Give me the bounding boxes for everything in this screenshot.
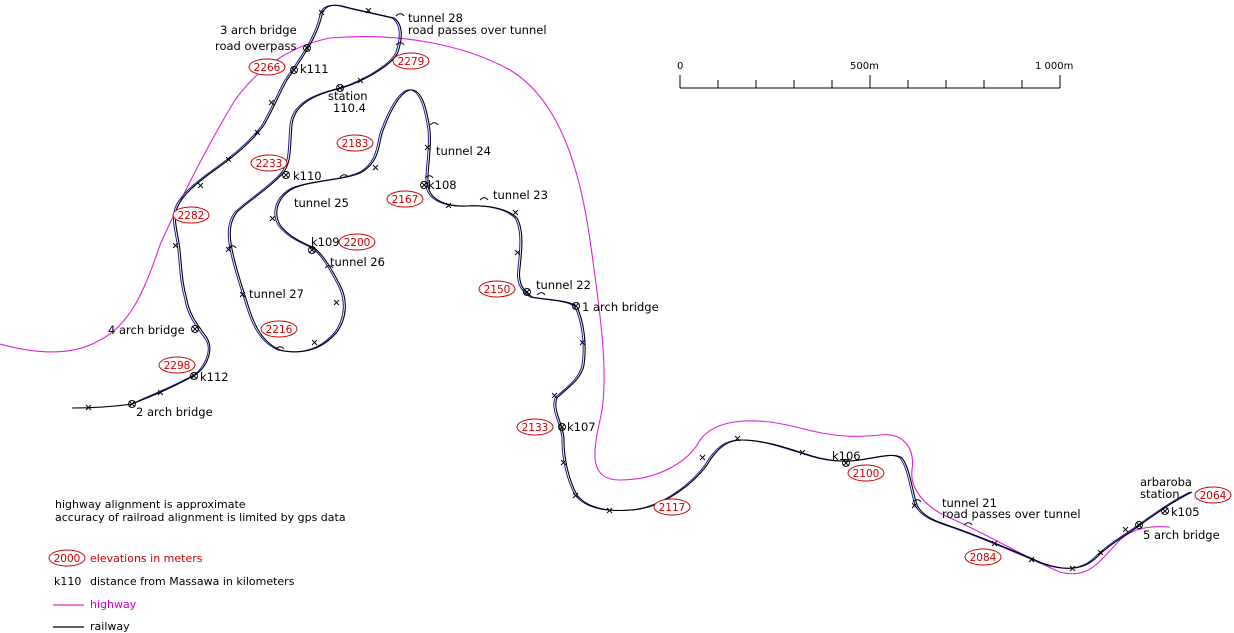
elevation-2282: 2282	[172, 206, 210, 224]
elevation-2183: 2183	[336, 134, 374, 152]
label-road-over-tunnel-28: road passes over tunnel	[408, 23, 547, 37]
elevation-2282-text: 2282	[178, 210, 205, 222]
elevation-2233-text: 2233	[256, 158, 283, 170]
label-station: station	[328, 89, 368, 103]
legend-elevation-text: elevations in meters	[90, 552, 203, 565]
label-tunnel-22: tunnel 22	[536, 278, 591, 292]
label-3-arch-bridge: 3 arch bridge	[220, 23, 297, 37]
label-k108: k108	[428, 178, 457, 192]
elevation-2150: 2150	[478, 280, 516, 298]
elevation-2233: 2233	[250, 154, 288, 172]
elevation-2133: 2133	[516, 418, 554, 436]
elevation-markers: 2266 2279 2183 2233 2167 2282 2200 2150	[158, 52, 1232, 566]
tunnel-portals	[227, 13, 973, 526]
elevation-2200-text: 2200	[344, 237, 371, 249]
scale-label-end: 1 000m	[1035, 61, 1073, 72]
elevation-2100-text: 2100	[853, 468, 880, 480]
label-k109: k109	[311, 235, 340, 249]
label-arbaroba: arbaroba	[1140, 475, 1192, 489]
elevation-2216-text: 2216	[266, 324, 293, 336]
scale-label-start: 0	[677, 61, 683, 72]
elevation-2183-text: 2183	[342, 138, 369, 150]
label-tunnel-21: tunnel 21	[942, 496, 997, 510]
label-k110: k110	[293, 169, 322, 183]
label-k107: k107	[567, 420, 596, 434]
label-tunnel-23: tunnel 23	[493, 188, 548, 202]
legend: 2000 elevations in meters k110 distance …	[48, 549, 295, 633]
legend-highway-text: highway	[90, 598, 137, 611]
railway-tick-marks	[85, 7, 1129, 572]
legend-railway-text: railway	[90, 620, 130, 633]
elevation-2167-text: 2167	[392, 194, 419, 206]
elevation-2279: 2279	[392, 52, 430, 70]
elevation-2279-text: 2279	[398, 56, 425, 68]
legend-highway: highway	[53, 598, 137, 611]
label-k112: k112	[200, 370, 229, 384]
label-5-arch-bridge: 5 arch bridge	[1143, 528, 1220, 542]
label-tunnel-27: tunnel 27	[249, 287, 304, 301]
label-tunnel-24: tunnel 24	[436, 144, 491, 158]
label-station-110-4: 110.4	[333, 101, 366, 115]
elevation-2117-text: 2117	[659, 502, 686, 514]
label-4-arch-bridge: 4 arch bridge	[108, 323, 185, 337]
elevation-2084: 2084	[964, 548, 1002, 566]
elevation-2298: 2298	[158, 356, 196, 374]
elevation-2150-text: 2150	[484, 284, 511, 296]
label-road-overpass: road overpass	[215, 39, 297, 53]
legend-elevation: 2000 elevations in meters	[48, 549, 203, 567]
label-road-over-tunnel-21: road passes over tunnel	[942, 507, 1081, 521]
label-tunnel-28: tunnel 28	[408, 11, 463, 25]
elevation-2216: 2216	[260, 320, 298, 338]
legend-distance-example: k110	[54, 575, 81, 588]
elevation-2133-text: 2133	[522, 422, 549, 434]
scale-bar	[679, 75, 1061, 89]
elevation-2266: 2266	[248, 58, 286, 76]
label-tunnel-25: tunnel 25	[294, 196, 349, 210]
note-highway-approximate: highway alignment is approximate	[55, 498, 246, 511]
label-k111: k111	[300, 62, 329, 76]
note-gps-accuracy: accuracy of railroad alignment is limite…	[55, 511, 346, 524]
label-1-arch-bridge: 1 arch bridge	[582, 300, 659, 314]
label-k106: k106	[832, 449, 861, 463]
label-2-arch-bridge: 2 arch bridge	[136, 405, 213, 419]
label-arbaroba-station: station	[1140, 487, 1180, 501]
highway-line	[0, 36, 1171, 575]
elevation-2117: 2117	[653, 498, 691, 516]
scale-label-mid: 500m	[850, 61, 879, 72]
elevation-2100: 2100	[847, 464, 885, 482]
label-k105: k105	[1171, 505, 1200, 519]
map-labels: tunnel 28 road passes over tunnel 3 arch…	[108, 11, 1220, 542]
legend-distance-text: distance from Massawa in kilometers	[90, 575, 295, 588]
railway-line	[71, 4, 1193, 569]
elevation-2064-text: 2064	[1200, 490, 1227, 502]
elevation-2200: 2200	[338, 233, 376, 251]
elevation-2084-text: 2084	[970, 552, 997, 564]
legend-distance: k110 distance from Massawa in kilometers	[54, 575, 295, 588]
waypoint-markers	[128, 44, 1169, 529]
label-tunnel-26: tunnel 26	[330, 255, 385, 269]
elevation-2064: 2064	[1194, 486, 1232, 504]
legend-elevation-example: 2000	[54, 553, 81, 565]
elevation-2266-text: 2266	[254, 62, 281, 74]
elevation-2167: 2167	[386, 190, 424, 208]
legend-railway: railway	[53, 620, 130, 633]
elevation-2298-text: 2298	[164, 360, 191, 372]
